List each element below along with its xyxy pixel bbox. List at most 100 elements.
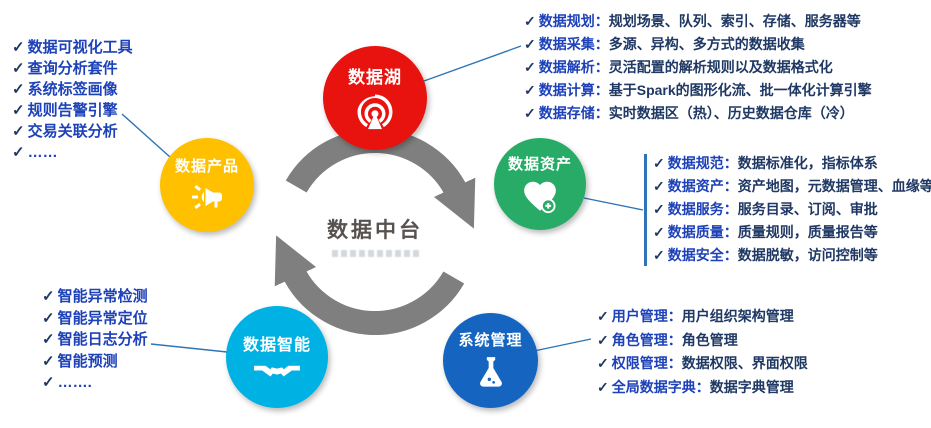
- list-item-label: 数据安全：: [667, 247, 738, 263]
- node-data-intelligence: 数据智能: [226, 306, 328, 408]
- plus-glyph: [545, 202, 552, 209]
- list-item: ✓…….: [42, 372, 148, 394]
- list-item: ✓全局数据字典：数据字典管理: [597, 376, 808, 400]
- list-item: ✓交易关联分析: [12, 121, 133, 142]
- icon-shape: [368, 112, 382, 130]
- node-data-lake: 数据湖: [323, 46, 427, 150]
- check-icon: ✓: [653, 224, 665, 240]
- megaphone-icon: [192, 185, 222, 209]
- list-item: ✓数据可视化工具: [12, 37, 133, 58]
- list-item-text: 交易关联分析: [27, 123, 118, 140]
- list-item: ✓数据安全：数据脱敏，访问控制等: [653, 244, 931, 267]
- icon-shape: [357, 94, 393, 128]
- list-item-label: 数据资产：: [667, 178, 738, 194]
- list-item-text: 查询分析套件: [27, 60, 118, 77]
- list-item-desc: 用户组织架构管理: [681, 308, 794, 324]
- check-icon: ✓: [12, 102, 25, 119]
- list-item: ✓……: [12, 142, 133, 163]
- node-label: 数据产品: [174, 158, 239, 175]
- list-accent-bar: [644, 154, 647, 266]
- check-icon: ✓: [524, 36, 536, 52]
- list-item-label: 数据计算：: [538, 82, 609, 98]
- connector-line-system: [533, 338, 592, 352]
- list-item-label: 数据服务：: [667, 201, 738, 217]
- feature-list-data-assets: ✓数据规范：数据标准化，指标体系 ✓数据资产：资产地图，元数据管理、血缘等 ✓数…: [653, 152, 931, 267]
- check-icon: ✓: [653, 155, 665, 171]
- list-item-label: 数据存储：: [538, 105, 609, 121]
- node-data-assets: 数据资产: [494, 138, 586, 230]
- check-icon: ✓: [12, 39, 25, 56]
- list-item: ✓系统标签画像: [12, 79, 133, 100]
- check-icon: ✓: [653, 247, 665, 263]
- list-item: ✓智能异常定位: [42, 308, 148, 330]
- list-item-label: 用户管理：: [611, 308, 682, 324]
- feature-list-data-lake: ✓数据规划：规划场景、队列、索引、存储、服务器等 ✓数据采集：多源、异构、多方式…: [524, 10, 872, 125]
- connector-line-lake: [423, 45, 522, 82]
- list-item-desc: 角色管理: [681, 331, 738, 348]
- list-item-label: 全局数据字典：: [611, 378, 710, 395]
- check-icon: ✓: [42, 374, 55, 391]
- list-item: ✓智能异常检测: [42, 286, 148, 308]
- connector-line-products: [121, 113, 171, 158]
- list-item: ✓智能日志分析: [42, 329, 148, 351]
- list-item: ✓数据采集：多源、异构、多方式的数据收集: [524, 33, 872, 56]
- bubble: [491, 380, 495, 384]
- list-item-label: 数据解析：: [538, 59, 609, 75]
- check-icon: ✓: [597, 331, 609, 348]
- check-icon: ✓: [653, 201, 665, 217]
- node-label: 数据资产: [507, 156, 572, 173]
- node-label: 数据智能: [242, 337, 311, 354]
- list-item-desc: 数据标准化，指标体系: [737, 155, 878, 171]
- check-icon: ✓: [12, 144, 25, 161]
- list-item-desc: 数据字典管理: [709, 378, 794, 395]
- list-item-desc: 数据脱敏，访问控制等: [737, 247, 878, 263]
- list-item-text: 规则告警引擎: [27, 102, 118, 119]
- check-icon: ✓: [42, 288, 55, 305]
- check-icon: ✓: [524, 105, 536, 121]
- list-item: ✓数据质量：质量规则，质量报告等: [653, 221, 931, 244]
- check-icon: ✓: [597, 378, 609, 395]
- list-item-text: ……: [27, 144, 58, 161]
- list-item-label: 角色管理：: [611, 331, 682, 348]
- list-item-label: 数据规范：: [667, 155, 738, 171]
- list-item: ✓数据服务：服务目录、订阅、审批: [653, 198, 931, 221]
- icon-shape: [254, 365, 275, 377]
- list-item-text: 智能异常定位: [57, 309, 148, 327]
- node-label: 系统管理: [458, 331, 523, 349]
- icon-shape: [479, 356, 502, 387]
- list-item-desc: 基于Spark的图形化流、批一体化计算引擎: [608, 82, 872, 98]
- list-item: ✓数据计算：基于Spark的图形化流、批一体化计算引擎: [524, 79, 872, 102]
- icon-shape: [279, 365, 300, 377]
- list-item: ✓数据规划：规划场景、队列、索引、存储、服务器等: [524, 10, 872, 33]
- list-item: ✓用户管理：用户组织架构管理: [597, 305, 808, 329]
- feature-list-data-intelligence: ✓智能异常检测 ✓智能异常定位 ✓智能日志分析 ✓智能预测 ✓…….: [42, 286, 148, 394]
- list-item: ✓角色管理：角色管理: [597, 329, 808, 353]
- check-icon: ✓: [597, 355, 609, 371]
- check-icon: ✓: [42, 309, 55, 327]
- list-item-text: 智能预测: [57, 352, 118, 370]
- list-item-desc: 质量规则，质量报告等: [737, 224, 878, 240]
- list-item: ✓数据资产：资产地图，元数据管理、血缘等: [653, 175, 931, 198]
- icon-shape: [524, 181, 556, 211]
- list-item-desc: 服务目录、订阅、审批: [737, 201, 878, 217]
- check-icon: ✓: [524, 13, 536, 29]
- list-item-desc: 数据权限、界面权限: [681, 355, 808, 371]
- list-item: ✓查询分析套件: [12, 58, 133, 79]
- check-icon: ✓: [653, 178, 665, 194]
- check-icon: ✓: [597, 308, 609, 324]
- check-icon: ✓: [12, 60, 25, 77]
- list-item-text: 智能日志分析: [57, 331, 148, 348]
- list-item: ✓数据规范：数据标准化，指标体系: [653, 152, 931, 175]
- node-system-management: 系统管理: [443, 313, 538, 408]
- list-item-desc: 资产地图，元数据管理、血缘等: [737, 178, 931, 194]
- broadcast-tower-icon: [357, 94, 393, 130]
- list-item-text: 智能异常检测: [57, 288, 148, 305]
- icon-shape: [192, 185, 222, 209]
- check-icon: ✓: [12, 81, 25, 98]
- list-item: ✓数据存储：实时数据区（热）、历史数据仓库（冷）: [524, 102, 872, 125]
- feature-list-system-management: ✓用户管理：用户组织架构管理 ✓角色管理：角色管理 ✓权限管理：数据权限、界面权…: [597, 305, 808, 399]
- list-item-label: 数据采集：: [538, 36, 609, 52]
- connector-line-assets: [583, 197, 644, 211]
- feature-list-data-products: ✓数据可视化工具 ✓查询分析套件 ✓系统标签画像 ✓规则告警引擎 ✓交易关联分析…: [12, 37, 133, 163]
